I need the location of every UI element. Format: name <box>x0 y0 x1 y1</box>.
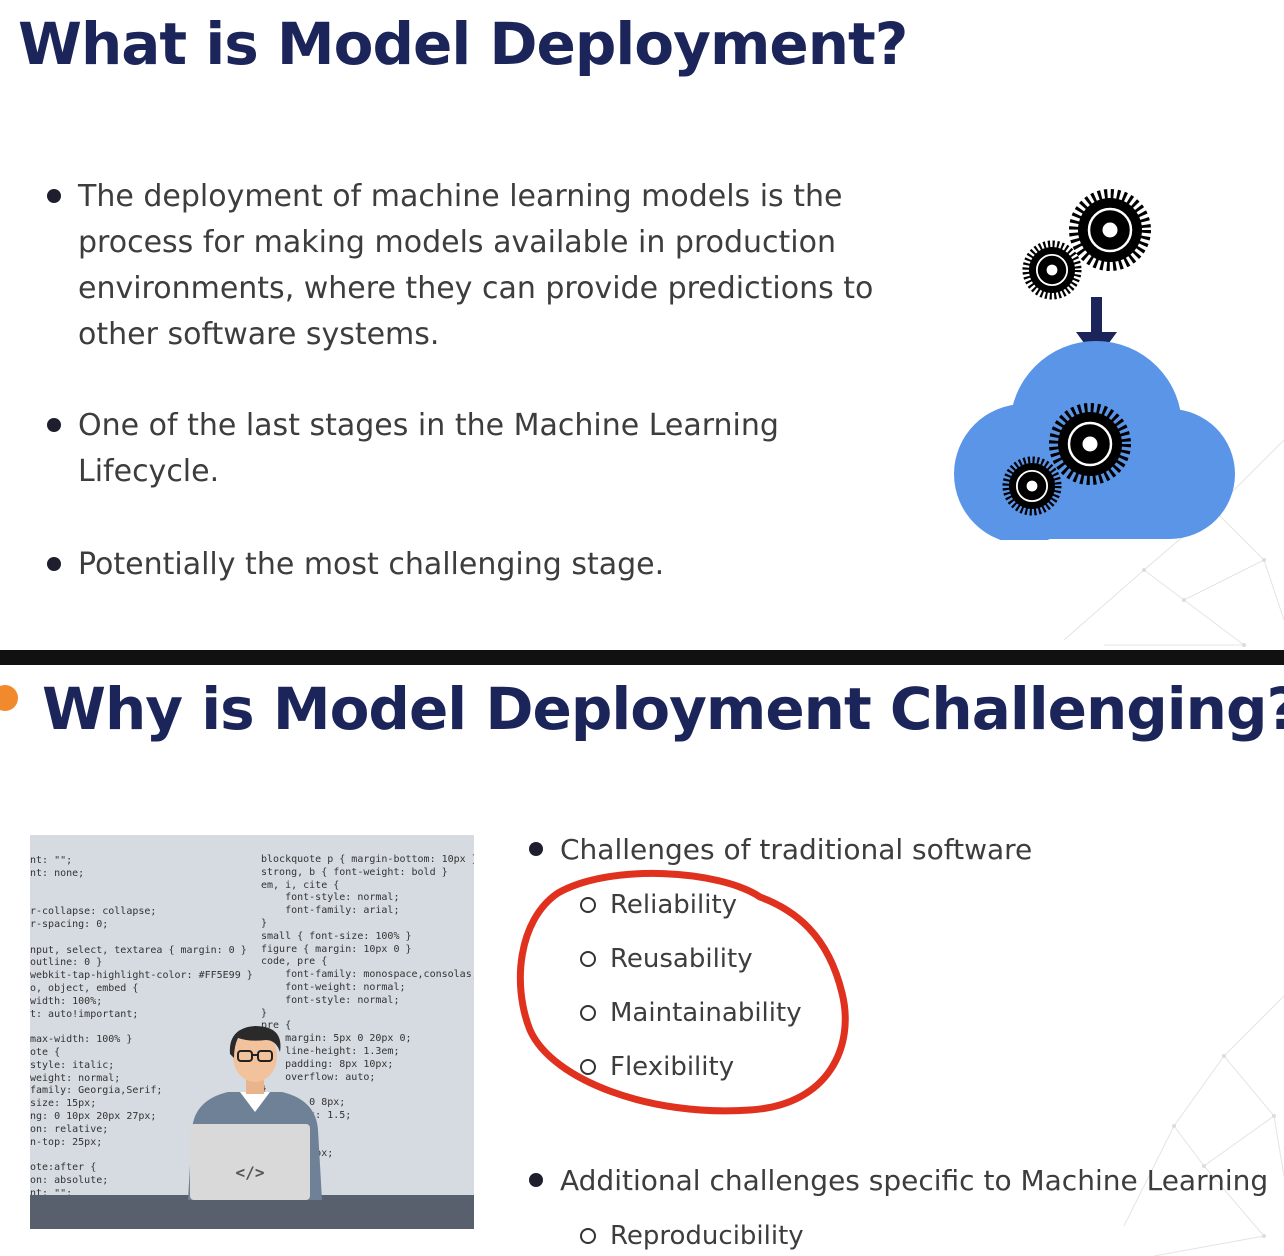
developer-code-illustration: nt: ""; nt: none; r-collapse: collapse; … <box>30 835 474 1229</box>
accent-dot <box>0 685 18 711</box>
hollow-bullet-icon <box>580 1228 596 1244</box>
code-text-right: blockquote p { margin-bottom: 10px } str… <box>261 854 474 1185</box>
bullet-challenging-stage: Potentially the most challenging stage. <box>47 542 838 588</box>
subitem-flexibility: Flexibility <box>580 1052 734 1082</box>
hollow-bullet-icon <box>580 1059 596 1075</box>
bullet-dot <box>47 557 61 571</box>
bullet-dot <box>47 418 61 432</box>
hollow-bullet-icon <box>580 897 596 913</box>
subitem-reproducibility: Reproducibility <box>580 1221 804 1251</box>
desk <box>30 1195 474 1229</box>
bullet-definition: The deployment of machine learning model… <box>47 174 878 358</box>
code-text-left: nt: ""; nt: none; r-collapse: collapse; … <box>30 855 253 1199</box>
red-annotation-circle <box>516 869 849 1115</box>
slide-divider <box>0 650 1284 665</box>
bullet-text: The deployment of machine learning model… <box>78 179 874 352</box>
subitem-reusability: Reusability <box>580 944 753 974</box>
hollow-bullet-icon <box>580 1005 596 1021</box>
slide-model-deployment: What is Model Deployment? The deployment… <box>18 10 1284 647</box>
subitem-maintainability: Maintainability <box>580 998 802 1028</box>
bullet-lifecycle-stage: One of the last stages in the Machine Le… <box>47 403 838 495</box>
bullet-dot <box>529 1173 543 1187</box>
bullet-dot <box>529 842 543 856</box>
bullet-ml-challenges: Additional challenges specific to Machin… <box>529 1158 1269 1204</box>
gear-icon <box>1006 460 1058 512</box>
bullet-text: Challenges of traditional software <box>560 833 1033 866</box>
bullet-text: Potentially the most challenging stage. <box>78 547 665 582</box>
gear-icon <box>1026 244 1078 296</box>
developer-icon <box>188 1026 322 1200</box>
bullet-traditional-challenges: Challenges of traditional software <box>529 827 1033 873</box>
network-decoration <box>1123 995 1284 1256</box>
bullet-text: One of the last stages in the Machine Le… <box>78 408 779 489</box>
laptop-code-label: </> <box>235 1163 265 1182</box>
subitem-reliability: Reliability <box>580 890 737 920</box>
slide-deployment-challenges: Why is Model Deployment Challenging? nt:… <box>0 665 1284 1256</box>
bullet-text: Additional challenges specific to Machin… <box>560 1164 1269 1197</box>
bullet-dot <box>47 189 61 203</box>
deployment-cloud-illustration <box>954 170 1235 540</box>
hollow-bullet-icon <box>580 951 596 967</box>
slide-title: Why is Model Deployment Challenging? <box>42 675 1284 743</box>
gear-icon <box>1074 194 1146 266</box>
slide-title: What is Model Deployment? <box>18 10 908 78</box>
